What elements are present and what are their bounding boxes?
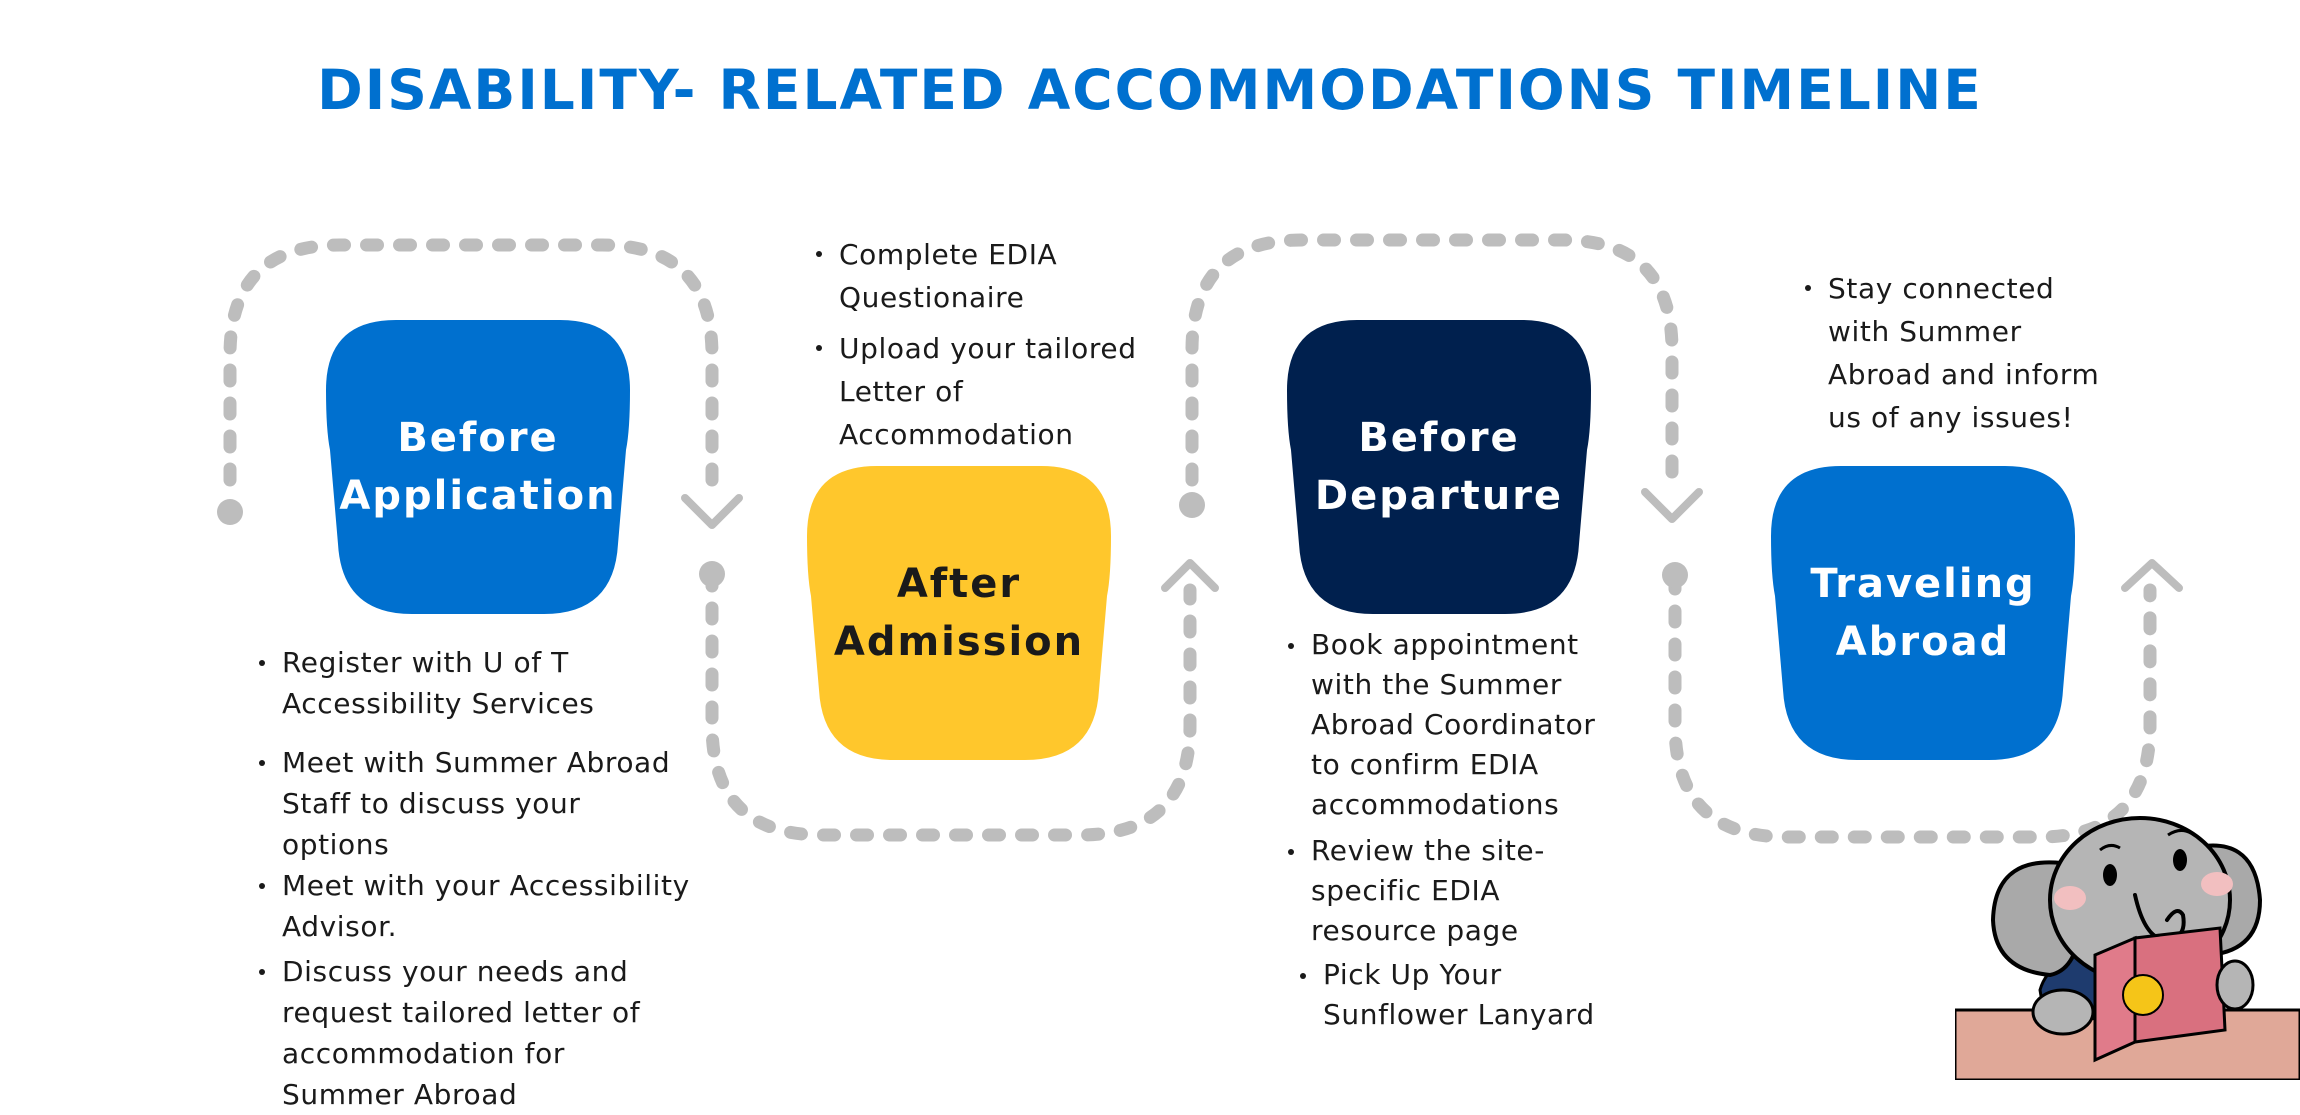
- stage-label: Before Departure: [1314, 415, 1564, 519]
- stage-shape: [326, 320, 630, 614]
- task-item: Upload your tailored Letter of Accommoda…: [812, 327, 1192, 456]
- tasks-after-admission: Complete EDIA Questionaire Upload your t…: [812, 233, 1192, 456]
- stage-shape: [1771, 466, 2075, 760]
- connector-start-dot: [1179, 492, 1205, 518]
- stage-traveling-abroad: Traveling Abroad: [1771, 466, 2075, 760]
- task-item: Register with U of T Accessibility Servi…: [255, 642, 695, 724]
- arrow-down-icon: [1641, 488, 1703, 523]
- connector-start-dot: [217, 499, 243, 525]
- task-item: Meet with Summer Abroad Staff to discuss…: [255, 742, 695, 865]
- tasks-before-departure: Book appointment with the Summer Abroad …: [1284, 625, 1614, 1035]
- connector-path-1: [223, 238, 719, 487]
- connector-path-2: [705, 568, 1197, 842]
- task-item: Discuss your needs and request tailored …: [255, 951, 695, 1115]
- stage-shape: [1287, 320, 1591, 614]
- stage-label: Before Application: [339, 415, 617, 519]
- connector-start-dot: [699, 561, 725, 587]
- task-item: Stay connected with Summer Abroad and in…: [1801, 267, 2121, 439]
- connector-path-3: [1185, 233, 1679, 487]
- task-item: Review the site-specific EDIA resource p…: [1284, 831, 1614, 951]
- timeline-connectors: [217, 233, 2183, 844]
- task-item: Meet with your Accessibility Advisor.: [255, 865, 695, 947]
- connector-path-4: [1668, 571, 2157, 844]
- arrow-down-icon: [681, 494, 743, 529]
- stage-after-admission: After Admission: [807, 466, 1111, 760]
- elephant-reading-book-icon: [1955, 816, 2300, 1080]
- arrow-up-icon: [2121, 559, 2183, 592]
- stage-before-application: Before Application: [326, 320, 630, 614]
- connector-start-dot: [1662, 562, 1688, 588]
- task-item: Pick Up Your Sunflower Lanyard: [1296, 955, 1614, 1035]
- task-item: Complete EDIA Questionaire: [812, 233, 1192, 319]
- stage-label: Traveling Abroad: [1810, 561, 2036, 665]
- tasks-before-application: Register with U of T Accessibility Servi…: [255, 642, 695, 1115]
- task-item: Book appointment with the Summer Abroad …: [1284, 625, 1614, 825]
- page-title: DISABILITY- RELATED ACCOMMODATIONS TIMEL…: [317, 58, 1983, 122]
- arrow-up-icon: [1161, 559, 1219, 592]
- tasks-traveling-abroad: Stay connected with Summer Abroad and in…: [1801, 267, 2121, 439]
- stage-before-departure: Before Departure: [1287, 320, 1591, 614]
- stage-label: After Admission: [833, 561, 1085, 665]
- stage-shape: [807, 466, 1111, 760]
